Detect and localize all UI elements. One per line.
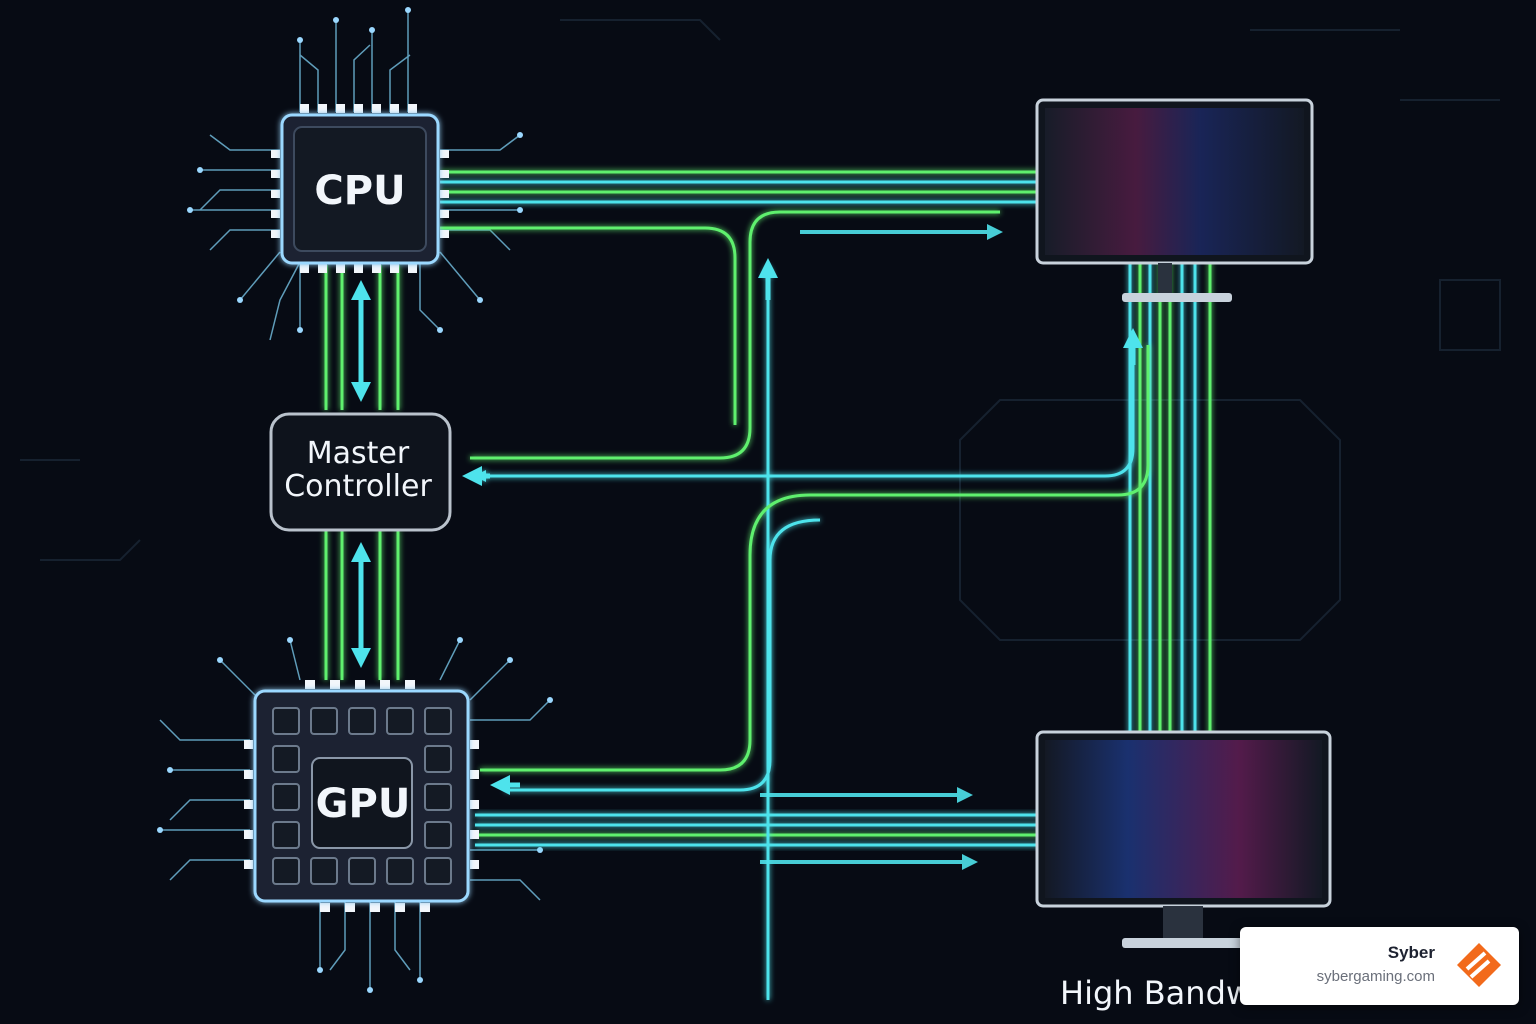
- gpu-label: GPU: [316, 781, 411, 827]
- master-controller: Master Controller: [269, 412, 452, 532]
- cpu-label: CPU: [314, 168, 405, 214]
- controller-label-line2: Controller: [284, 469, 432, 504]
- top-monitor: [1035, 98, 1314, 302]
- brand-name: Syber: [1387, 943, 1435, 962]
- gpu-trace-dots: [157, 637, 553, 993]
- control-loops: [440, 210, 1150, 1000]
- cpu-trace-dots: [187, 7, 523, 333]
- gpu-circuit-traces: [159, 639, 551, 990]
- bottom-caption: High Bandw: [1060, 974, 1252, 1012]
- bottom-monitor: [1035, 730, 1332, 948]
- background-circuitry: [20, 19, 1501, 641]
- syber-logo-icon: [1457, 943, 1501, 987]
- controller-label-line1: Master: [307, 436, 410, 471]
- syber-badge[interactable]: Syber sybergaming.com: [1240, 927, 1519, 1005]
- cpu-chip: CPU: [271, 104, 449, 273]
- flow-arrows: [760, 224, 1003, 870]
- gpu-chip: GPU: [244, 680, 479, 912]
- brand-url[interactable]: sybergaming.com: [1316, 968, 1435, 985]
- controller-gpu-links: [324, 530, 400, 680]
- cpu-circuit-traces: [190, 10, 521, 341]
- cpu-controller-links: [324, 265, 400, 410]
